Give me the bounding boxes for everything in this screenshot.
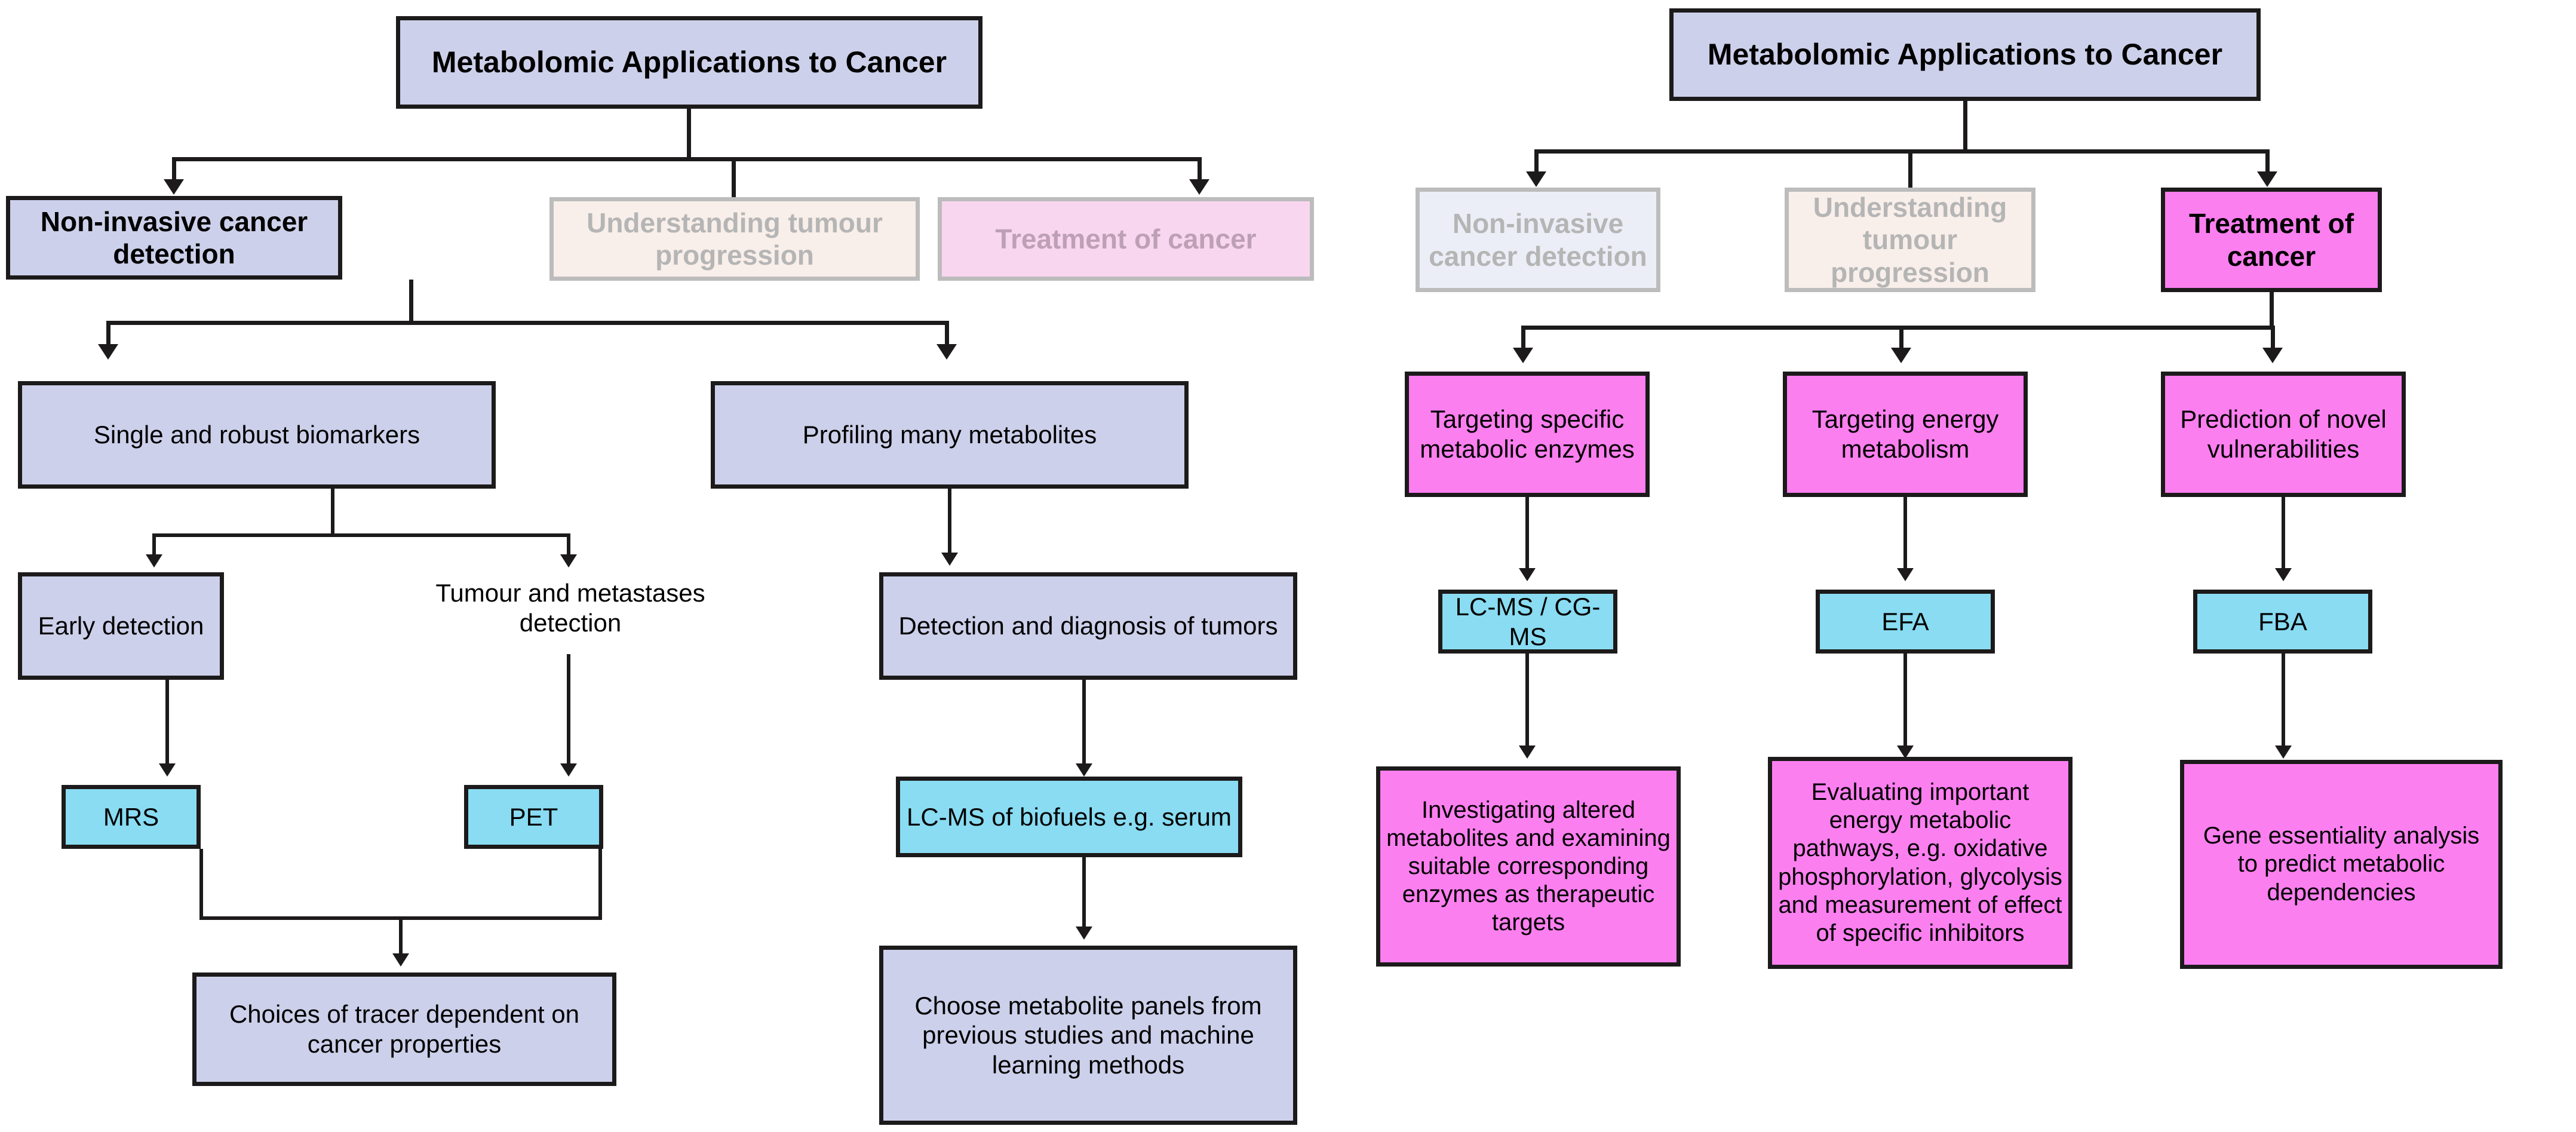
- right-connector-r2r3-trunk: [2270, 292, 2274, 330]
- left-connector-mrs-down: [199, 849, 203, 920]
- right-connector-branch2: [1908, 149, 1912, 189]
- left-arrow-pet: [560, 763, 577, 777]
- left-connector-lcms-to-choose: [1082, 857, 1086, 930]
- right-connector-enzymes-to-lcms: [1525, 497, 1529, 572]
- right-arrow-gene: [2275, 746, 2292, 759]
- right-box-evaluating-energy-pathways[interactable]: Evaluating important energy metabolic pa…: [1768, 757, 2073, 969]
- left-connector-branch3: [1198, 157, 1202, 185]
- right-connector-r3-col3: [2271, 326, 2275, 352]
- right-arrow-branch1: [1526, 171, 1546, 187]
- right-arrow-r3-col2: [1891, 348, 1911, 363]
- left-connector-r3-right: [945, 321, 949, 349]
- left-connector-bar: [172, 157, 1202, 161]
- right-arrow-branch3: [2257, 171, 2277, 187]
- left-arrow-branch1: [164, 179, 184, 195]
- left-connector-r2r3-bar: [106, 321, 949, 325]
- left-connector-branch1: [172, 157, 176, 185]
- left-connector-branch2: [732, 157, 736, 197]
- left-box-detection-diagnosis-tumors[interactable]: Detection and diagnosis of tumors: [879, 572, 1297, 680]
- left-box-choices-of-tracer[interactable]: Choices of tracer dependent on cancer pr…: [192, 973, 616, 1086]
- right-box-fba[interactable]: FBA: [2193, 590, 2372, 654]
- left-box-understanding-tumour-progression[interactable]: Understanding tumour progression: [549, 197, 920, 281]
- right-connector-r2r3-bar: [1521, 326, 2275, 330]
- right-connector-prediction-to-fba: [2282, 497, 2285, 572]
- left-connector-tumour-to-pet: [567, 654, 570, 767]
- right-box-treatment-of-cancer[interactable]: Treatment of cancer: [2161, 188, 2382, 292]
- left-arrow-r4-early: [146, 554, 162, 567]
- right-arrow-lcms-cgms: [1519, 568, 1536, 581]
- right-connector-trunk: [1963, 101, 1967, 151]
- left-connector-r2r3-trunk: [409, 280, 413, 323]
- right-connector-branch3: [2265, 149, 2270, 177]
- right-arrow-investigating: [1519, 746, 1536, 759]
- left-connector-profiling-to-detection: [948, 489, 951, 556]
- left-arrow-r3-left: [98, 344, 118, 360]
- right-connector-bar: [1534, 149, 2270, 154]
- right-box-targeting-specific-metabolic-enzymes[interactable]: Targeting specific metabolic enzymes: [1405, 372, 1650, 497]
- right-connector-fba-to-gene: [2282, 654, 2285, 749]
- left-arrow-detection: [941, 553, 958, 566]
- right-box-understanding-tumour-progression[interactable]: Understanding tumour progression: [1785, 188, 2035, 292]
- left-connector-trunk: [687, 109, 691, 159]
- left-connector-pet-down: [598, 849, 602, 920]
- right-box-prediction-of-novel-vulnerabilities[interactable]: Prediction of novel vulnerabilities: [2161, 372, 2406, 497]
- left-arrow-r3-right: [937, 344, 957, 360]
- left-connector-r3r4-bar: [152, 533, 570, 537]
- right-arrow-fba: [2275, 568, 2292, 581]
- left-box-single-robust-biomarkers[interactable]: Single and robust biomarkers: [18, 381, 496, 489]
- left-arrow-lcms: [1076, 763, 1092, 777]
- left-label-tumour-metastases-detection: Tumour and metastases detection: [435, 579, 705, 637]
- left-connector-r4-early: [152, 533, 156, 559]
- right-connector-energy-to-efa: [1903, 497, 1907, 572]
- right-arrow-r3-col1: [1513, 348, 1533, 363]
- right-box-gene-essentiality-analysis[interactable]: Gene essentiality analysis to predict me…: [2180, 760, 2503, 969]
- right-arrow-efa: [1897, 568, 1914, 581]
- left-arrow-r4-tumour: [560, 554, 577, 567]
- left-connector-r3r4-trunk: [331, 489, 334, 536]
- left-arrow-mrs: [159, 763, 176, 777]
- right-connector-r3-col1: [1521, 326, 1525, 352]
- left-connector-merge-down: [399, 916, 403, 957]
- left-arrow-choose: [1076, 927, 1092, 940]
- left-connector-r3-left: [106, 321, 110, 349]
- left-box-choose-metabolite-panels[interactable]: Choose metabolite panels from previous s…: [879, 946, 1297, 1125]
- left-box-pet[interactable]: PET: [464, 785, 603, 849]
- right-title-box: Metabolomic Applications to Cancer: [1669, 8, 2261, 101]
- left-arrow-branch3: [1189, 179, 1209, 195]
- right-box-investigating-altered-metabolites[interactable]: Investigating altered metabolites and ex…: [1376, 766, 1681, 967]
- right-box-lcms-cgms[interactable]: LC-MS / CG-MS: [1438, 590, 1617, 654]
- left-connector-r4-tumour: [567, 533, 570, 559]
- right-connector-efa-to-evaluating: [1903, 654, 1907, 749]
- left-arrow-tracer: [392, 953, 409, 967]
- left-box-mrs[interactable]: MRS: [62, 785, 201, 849]
- right-box-non-invasive-cancer-detection[interactable]: Non-invasive cancer detection: [1416, 188, 1660, 292]
- left-connector-early-to-mrs: [165, 680, 169, 767]
- right-connector-r3-col2: [1899, 326, 1903, 352]
- right-arrow-evaluating: [1897, 746, 1914, 759]
- left-connector-diagnosis-to-lcms: [1082, 680, 1086, 767]
- right-connector-branch1: [1534, 149, 1539, 177]
- left-box-non-invasive-cancer-detection[interactable]: Non-invasive cancer detection: [6, 196, 342, 280]
- right-arrow-r3-col3: [2262, 348, 2283, 363]
- left-box-profiling-many-metabolites[interactable]: Profiling many metabolites: [711, 381, 1189, 489]
- right-connector-lcms-to-investigating: [1525, 654, 1529, 749]
- left-box-early-detection[interactable]: Early detection: [18, 572, 224, 680]
- right-box-targeting-energy-metabolism[interactable]: Targeting energy metabolism: [1783, 372, 2028, 497]
- left-box-treatment-of-cancer[interactable]: Treatment of cancer: [938, 197, 1314, 281]
- left-box-lcms-of-biofuels[interactable]: LC-MS of biofuels e.g. serum: [896, 777, 1242, 857]
- left-title-box: Metabolomic Applications to Cancer: [396, 16, 982, 109]
- right-box-efa[interactable]: EFA: [1816, 590, 1995, 654]
